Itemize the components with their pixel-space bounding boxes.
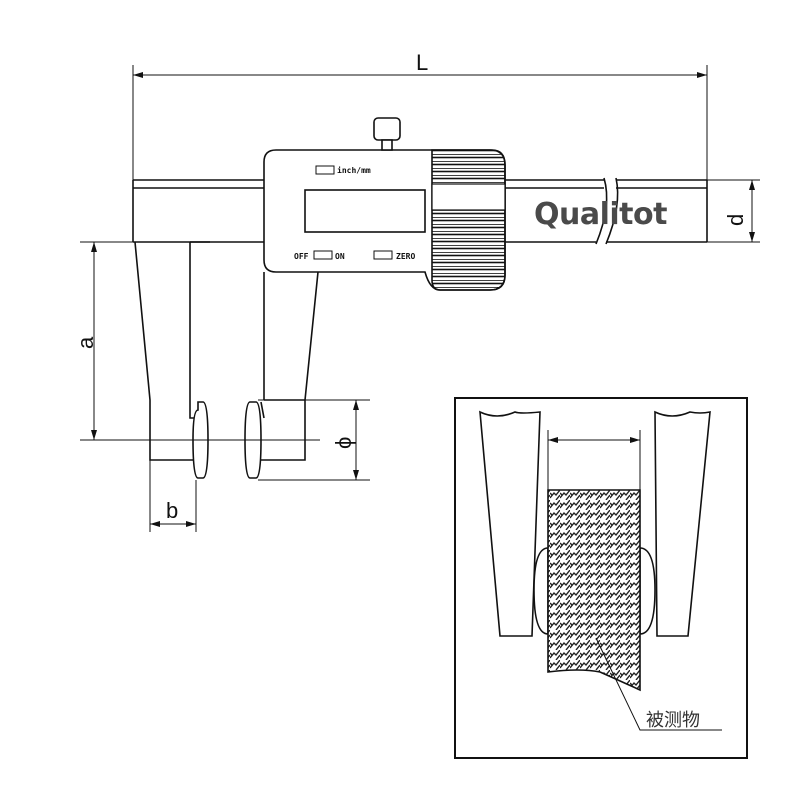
measured-object: [547, 489, 641, 692]
dimension-b-label: b: [166, 498, 178, 523]
zero-label: ZERO: [396, 252, 415, 261]
off-label: OFF: [294, 252, 309, 261]
inset-right-jaw: [654, 410, 711, 637]
dimension-b: b: [149, 460, 197, 532]
zero-button[interactable]: ZERO: [373, 250, 415, 261]
zero-button-icon: [373, 250, 393, 260]
inset-left-jaw: [479, 410, 541, 637]
unit-button-icon: [315, 165, 335, 175]
dimension-phi: ϕ: [258, 399, 370, 481]
unit-button-label: inch/mm: [337, 165, 371, 175]
lcd-display: [304, 189, 426, 233]
inset-detail: 被测物: [454, 397, 748, 759]
dimension-d-label: d: [723, 214, 748, 226]
dimension-a-label: a: [73, 336, 98, 349]
fixed-jaw: [134, 241, 210, 479]
dimension-L-label: L: [416, 50, 428, 75]
unit-button[interactable]: inch/mm: [315, 165, 371, 175]
on-label: ON: [335, 252, 345, 261]
main-beam: [132, 177, 708, 245]
inset-left-pad: [533, 547, 549, 635]
measured-object-label: 被测物: [646, 710, 700, 731]
inset-right-pad: [639, 547, 656, 635]
off-on-button[interactable]: OFF ON: [294, 250, 345, 261]
brand-logo: Qualitot: [534, 197, 667, 232]
off-on-button-icon: [313, 250, 333, 260]
dimension-a: a: [73, 241, 150, 441]
movable-jaw: [244, 271, 319, 479]
dimension-d: d: [707, 179, 760, 243]
dimension-phi-label: ϕ: [331, 437, 356, 449]
